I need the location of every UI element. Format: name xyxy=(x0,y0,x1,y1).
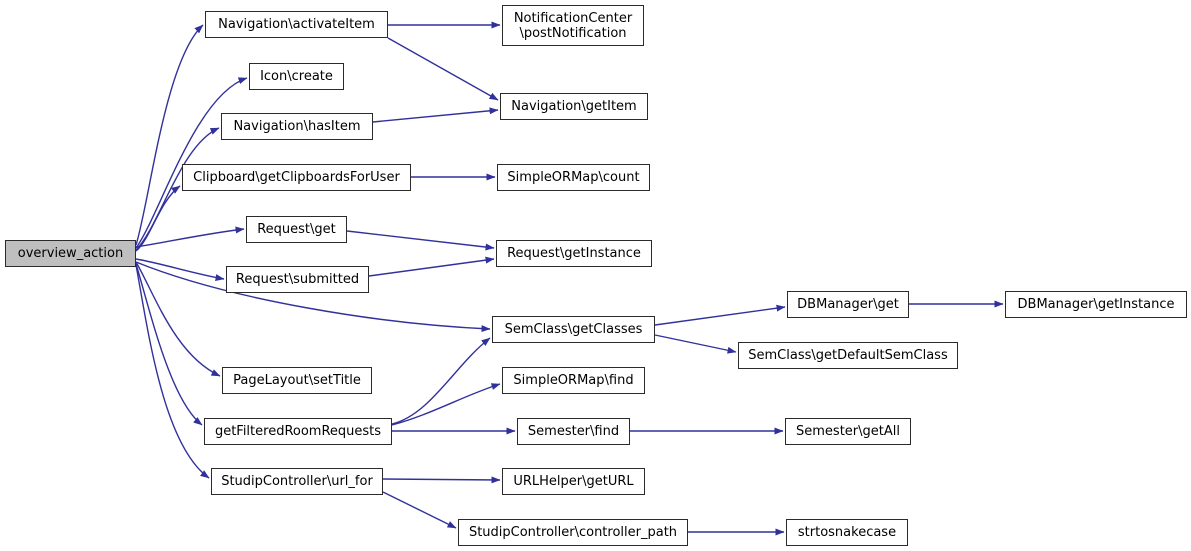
graph-node-semclass_getClasses[interactable]: SemClass\getClasses xyxy=(492,316,655,343)
graph-node-label: Navigation\hasItem xyxy=(233,119,361,134)
graph-node-request_submitted[interactable]: Request\submitted xyxy=(226,266,369,293)
graph-node-label: DBManager\getInstance xyxy=(1017,297,1175,312)
graph-node-request_getInstance[interactable]: Request\getInstance xyxy=(496,240,652,267)
graph-edge-overview_action-to-nav_activateItem xyxy=(135,24,204,246)
graph-node-label: Clipboard\getClipboardsForUser xyxy=(193,170,400,185)
graph-node-icon_create[interactable]: Icon\create xyxy=(249,63,344,90)
graph-node-label: Navigation\activateItem xyxy=(218,17,375,32)
graph-node-getFilteredRoomRequests[interactable]: getFilteredRoomRequests xyxy=(204,418,392,445)
graph-node-label: PageLayout\setTitle xyxy=(233,373,361,388)
graph-node-notif_post[interactable]: NotificationCenter \postNotification xyxy=(502,5,644,46)
graph-edge-overview_action-to-getFilteredRoomRequests xyxy=(135,263,203,426)
graph-edge-overview_action-to-icon_create xyxy=(135,77,248,249)
graph-node-label: Request\getInstance xyxy=(507,246,641,261)
graph-node-request_get[interactable]: Request\get xyxy=(246,216,347,243)
graph-node-label: StudipController\url_for xyxy=(221,474,373,489)
graph-node-label: overview_action xyxy=(17,246,124,261)
graph-node-label: SimpleORMap\count xyxy=(507,170,640,185)
graph-node-label: Navigation\getItem xyxy=(511,99,637,114)
graph-edge-request_submitted-to-request_getInstance xyxy=(368,256,495,277)
graph-node-nav_hasItem[interactable]: Navigation\hasItem xyxy=(221,113,373,140)
graph-edge-overview_action-to-studip_url_for xyxy=(135,264,210,479)
graph-edge-overview_action-to-request_get xyxy=(135,226,245,248)
graph-node-simpleormap_count[interactable]: SimpleORMap\count xyxy=(497,164,650,191)
graph-edge-studip_url_for-to-studip_controller_path xyxy=(382,491,457,529)
graph-edge-semclass_getClasses-to-semclass_getDefault xyxy=(654,334,737,354)
graph-node-strtosnakecase[interactable]: strtosnakecase xyxy=(786,519,908,546)
graph-edge-getFilteredRoomRequests-to-semclass_getClasses xyxy=(391,337,491,425)
graph-node-nav_getItem[interactable]: Navigation\getItem xyxy=(500,93,648,120)
graph-node-label: DBManager\get xyxy=(797,297,899,312)
graph-node-semclass_getDefault[interactable]: SemClass\getDefaultSemClass xyxy=(738,342,958,369)
graph-node-clipboard_getForUser[interactable]: Clipboard\getClipboardsForUser xyxy=(182,164,411,191)
graph-node-label: Request\get xyxy=(257,222,336,237)
graph-edge-studip_url_for-to-urlhelper_getURL xyxy=(382,476,501,484)
graph-node-label: strtosnakecase xyxy=(797,525,897,540)
graph-node-studip_url_for[interactable]: StudipController\url_for xyxy=(211,468,383,495)
graph-node-urlhelper_getURL[interactable]: URLHelper\getURL xyxy=(502,468,645,495)
graph-node-pagelayout_setTitle[interactable]: PageLayout\setTitle xyxy=(222,367,372,394)
graph-node-studip_controller_path[interactable]: StudipController\controller_path xyxy=(458,519,688,546)
graph-node-overview_action[interactable]: overview_action xyxy=(5,240,136,267)
graph-edge-getFilteredRoomRequests-to-simpleormap_find xyxy=(391,383,501,426)
graph-edge-request_get-to-request_getInstance xyxy=(346,230,495,251)
graph-node-label: SimpleORMap\find xyxy=(513,373,634,388)
graph-node-label: NotificationCenter \postNotification xyxy=(513,10,633,41)
graph-node-nav_activateItem[interactable]: Navigation\activateItem xyxy=(205,11,388,38)
graph-edge-nav_activateItem-to-nav_getItem xyxy=(387,37,499,101)
graph-node-dbmanager_get[interactable]: DBManager\get xyxy=(787,291,909,318)
graph-edge-overview_action-to-request_submitted xyxy=(135,258,225,282)
graph-node-label: SemClass\getClasses xyxy=(504,322,643,337)
graph-node-label: URLHelper\getURL xyxy=(513,474,634,489)
graph-node-simpleormap_find[interactable]: SimpleORMap\find xyxy=(502,367,645,394)
graph-node-dbmanager_getInstance[interactable]: DBManager\getInstance xyxy=(1005,291,1187,318)
graph-node-label: Semester\getAll xyxy=(796,424,900,439)
graph-edge-overview_action-to-clipboard_getForUser xyxy=(135,185,181,252)
graph-node-label: Request\submitted xyxy=(235,272,360,287)
graph-edge-semclass_getClasses-to-dbmanager_get xyxy=(654,304,786,326)
graph-node-label: StudipController\controller_path xyxy=(468,525,678,540)
graph-node-semester_getAll[interactable]: Semester\getAll xyxy=(785,418,911,445)
graph-node-label: Icon\create xyxy=(260,69,333,84)
graph-node-label: SemClass\getDefaultSemClass xyxy=(748,348,948,363)
graph-node-label: getFilteredRoomRequests xyxy=(214,424,382,439)
graph-edge-nav_hasItem-to-nav_getItem xyxy=(372,107,499,123)
graph-node-semester_find[interactable]: Semester\find xyxy=(517,418,630,445)
graph-edge-overview_action-to-pagelayout_setTitle xyxy=(135,261,221,377)
graph-node-label: Semester\find xyxy=(527,424,620,439)
